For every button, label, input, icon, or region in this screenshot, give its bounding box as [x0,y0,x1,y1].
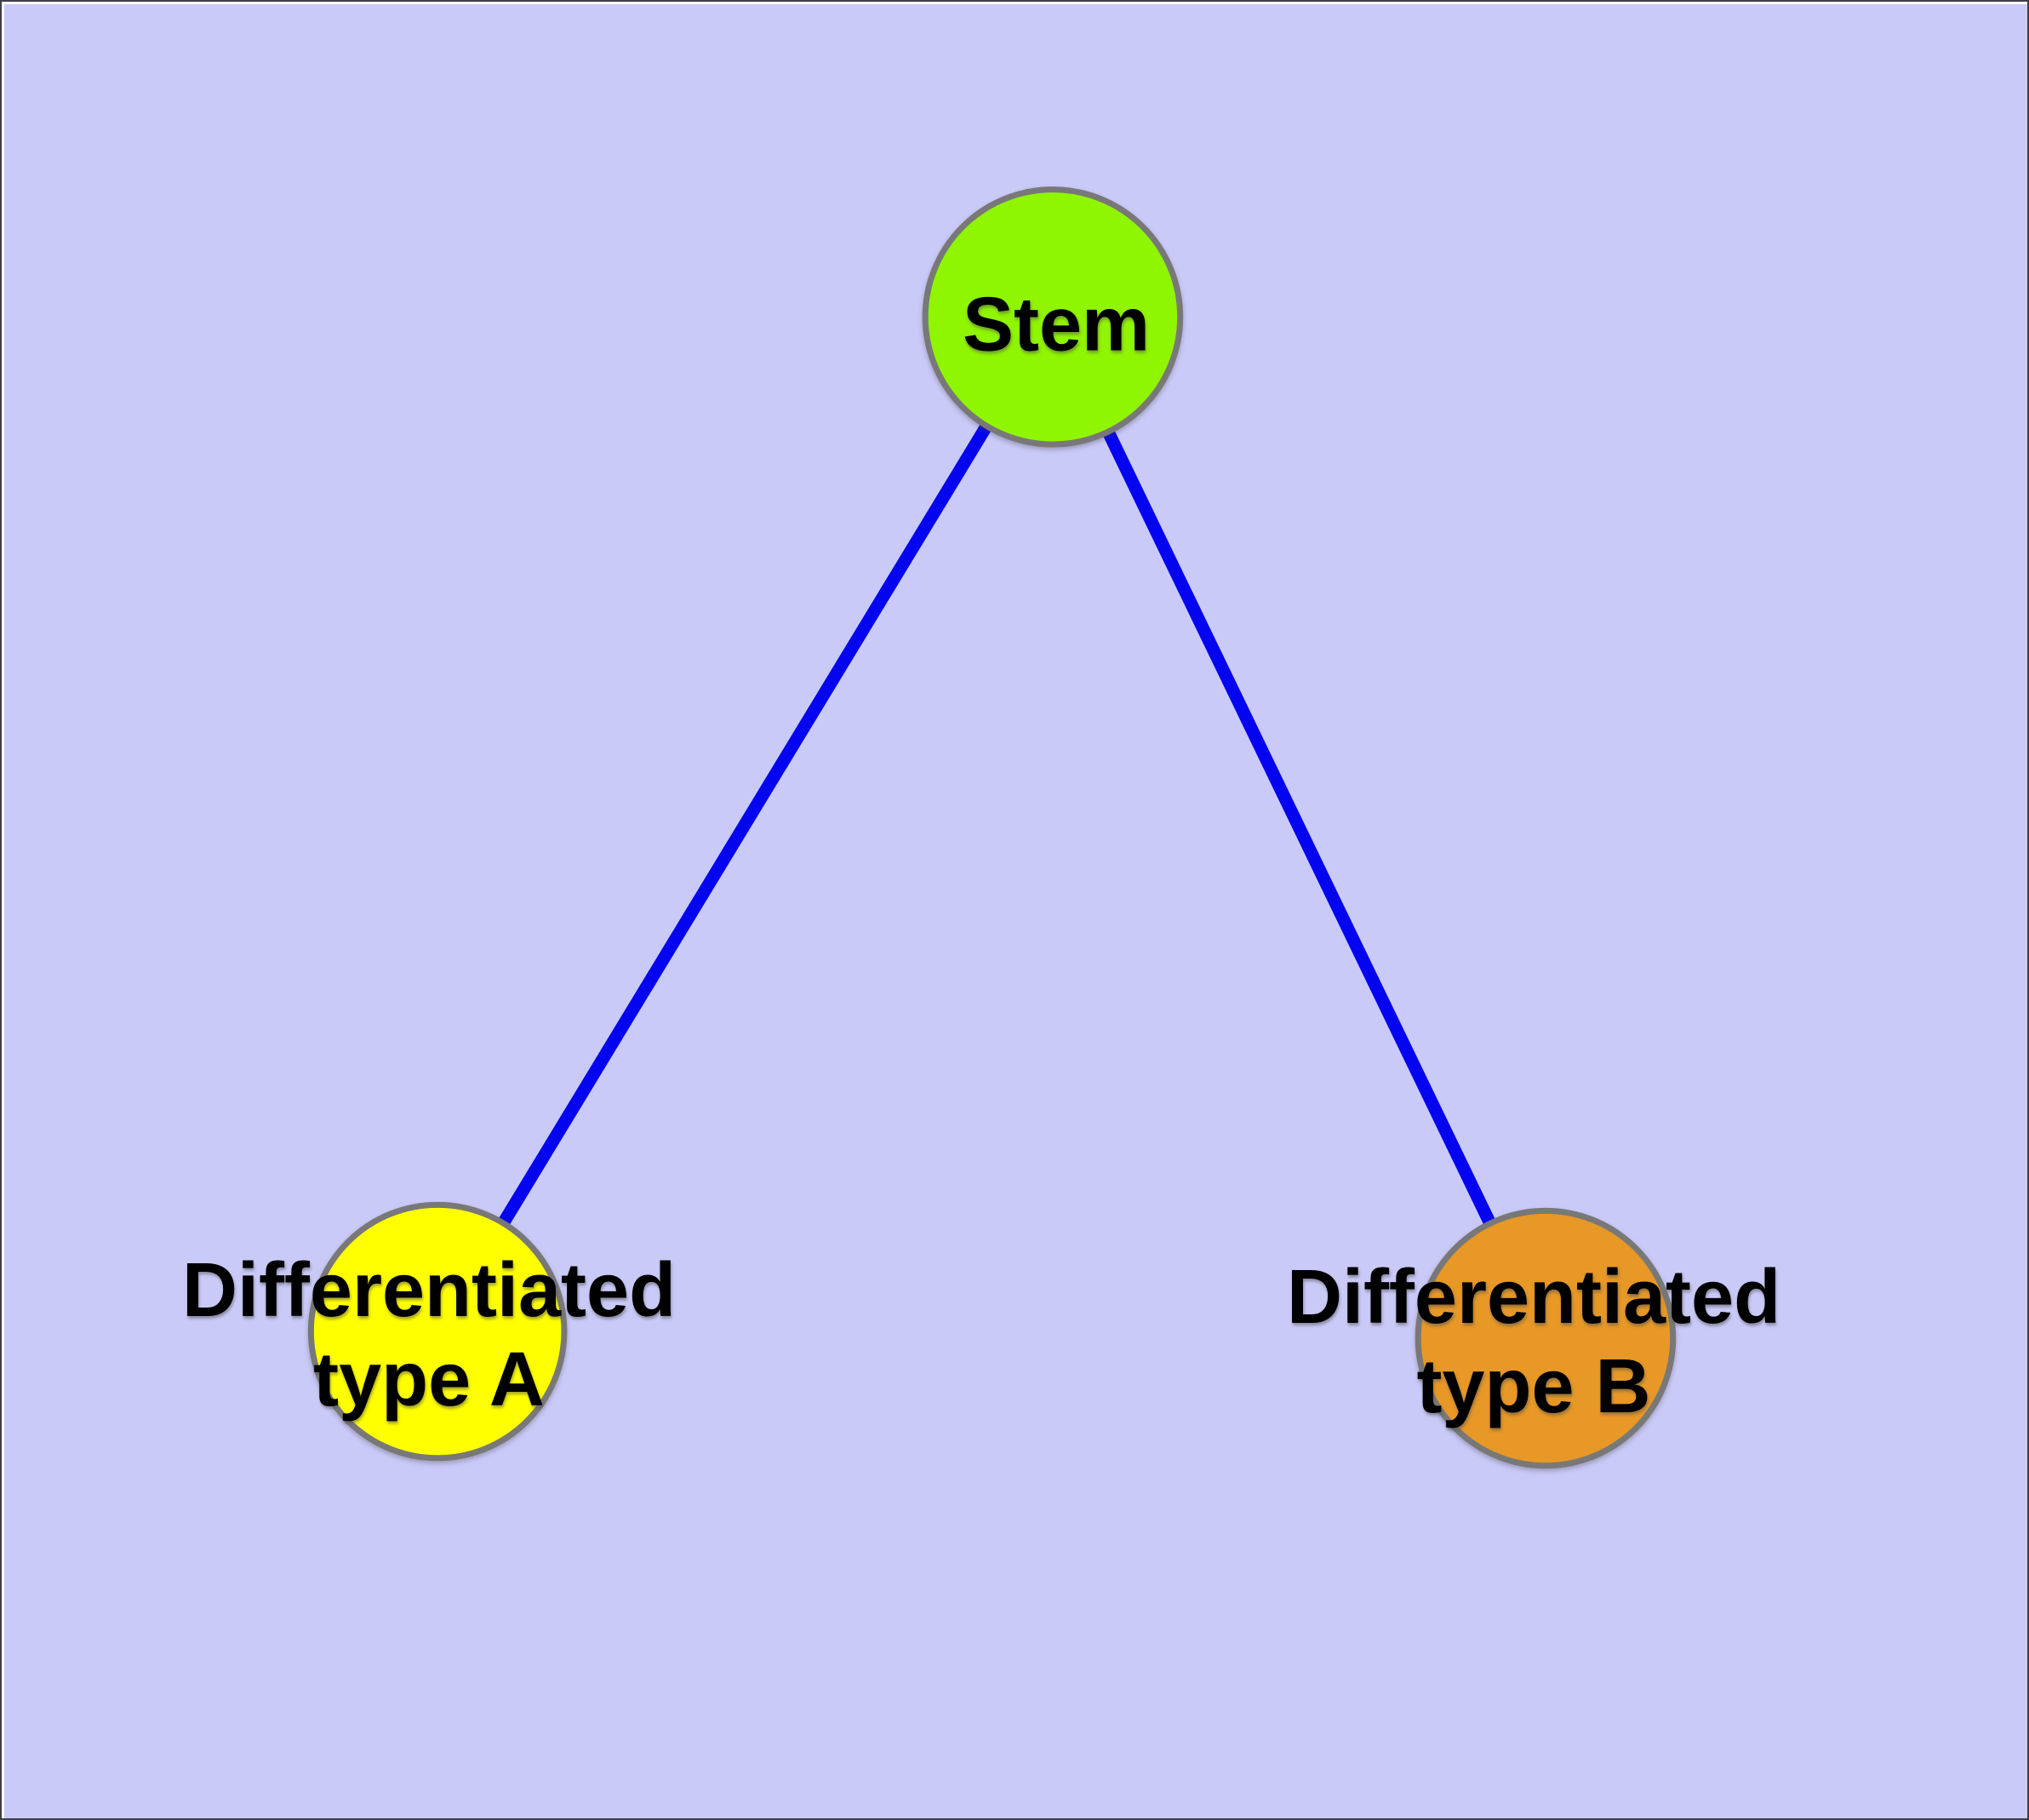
node-stem [922,186,1184,448]
node-type-b [1415,1207,1677,1469]
node-group [307,186,1677,1469]
edge-stem-to-type-b [1047,314,1552,1342]
edge-stem-to-type-a [432,313,1059,1335]
node-type-a [307,1201,568,1462]
